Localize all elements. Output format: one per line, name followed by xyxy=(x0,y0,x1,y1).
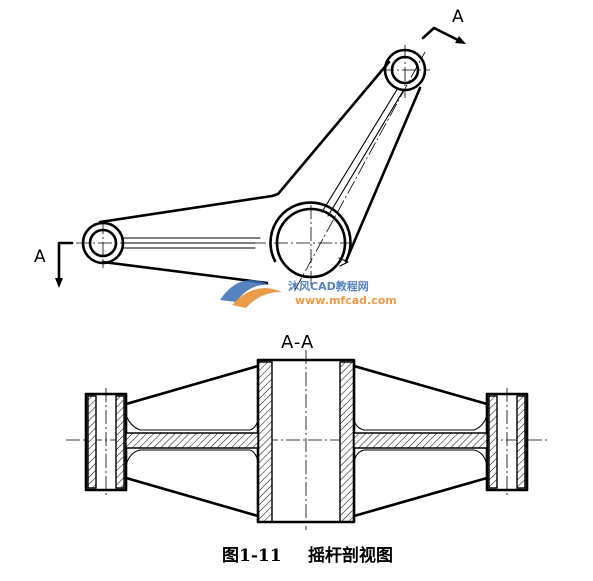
watermark-brand: 沐风CAD教程网 xyxy=(288,279,369,293)
cut-arrow-left-head xyxy=(55,278,63,288)
watermark-logo-swoosh-icon xyxy=(232,288,282,308)
watermark: 沐风CAD教程网 www.mfcad.com xyxy=(220,279,397,308)
left-flange-inner xyxy=(125,414,259,466)
left-boss-hatch-top xyxy=(87,395,97,489)
figure-number: 图1-11 xyxy=(222,546,282,566)
plan-view: A A xyxy=(34,7,466,291)
plan-centerlines xyxy=(76,45,430,291)
central-hub-outer xyxy=(269,201,352,263)
watermark-logo-icon xyxy=(220,280,270,302)
right-web-hatch xyxy=(353,432,488,449)
cut-arrow-top-head xyxy=(455,36,466,44)
cut-label-left: A xyxy=(34,247,46,267)
upper-arm-web xyxy=(321,87,404,217)
left-boss-hatch-bottom xyxy=(115,395,125,489)
watermark-url: www.mfcad.com xyxy=(295,294,397,307)
left-web-hatch xyxy=(125,432,259,449)
right-boss-hatch-left xyxy=(488,395,498,489)
figure-caption: 图1-11 摇杆剖视图 xyxy=(222,545,393,566)
right-boss-hatch-right xyxy=(516,395,526,489)
section-title: A-A xyxy=(281,332,314,353)
right-flange-inner xyxy=(353,414,488,466)
cut-arrow-top xyxy=(421,26,464,44)
cut-label-top: A xyxy=(452,7,464,27)
hub-bottom-notch xyxy=(338,257,349,267)
hub-wall-left-hatch xyxy=(257,361,273,523)
left-flange-outline xyxy=(124,364,260,518)
cut-arrow-left xyxy=(57,241,74,284)
figure-title: 摇杆剖视图 xyxy=(308,545,393,566)
hub-wall-right-hatch xyxy=(339,361,355,523)
right-flange-outline xyxy=(352,364,489,518)
upper-arm-outline xyxy=(276,60,422,263)
section-view: A-A xyxy=(66,332,548,530)
